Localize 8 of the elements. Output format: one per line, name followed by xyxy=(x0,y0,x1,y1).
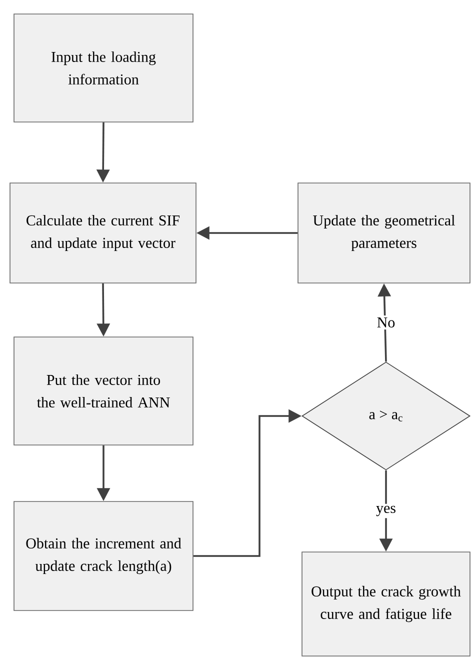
edge-label: No xyxy=(374,316,398,330)
process-box: Input the loading information xyxy=(14,14,194,122)
process-box: Calculate the current SIF and update input vector xyxy=(10,182,196,284)
process-box: Obtain the increment and update crack length(a) xyxy=(14,501,194,611)
process-box: Update the geometrical parameters xyxy=(298,182,470,284)
process-box: Output the crack growth curve and fatigue life xyxy=(302,552,470,656)
edge-label: yes xyxy=(374,504,398,518)
process-box: Put the vector into the well-trained ANN xyxy=(14,336,194,446)
